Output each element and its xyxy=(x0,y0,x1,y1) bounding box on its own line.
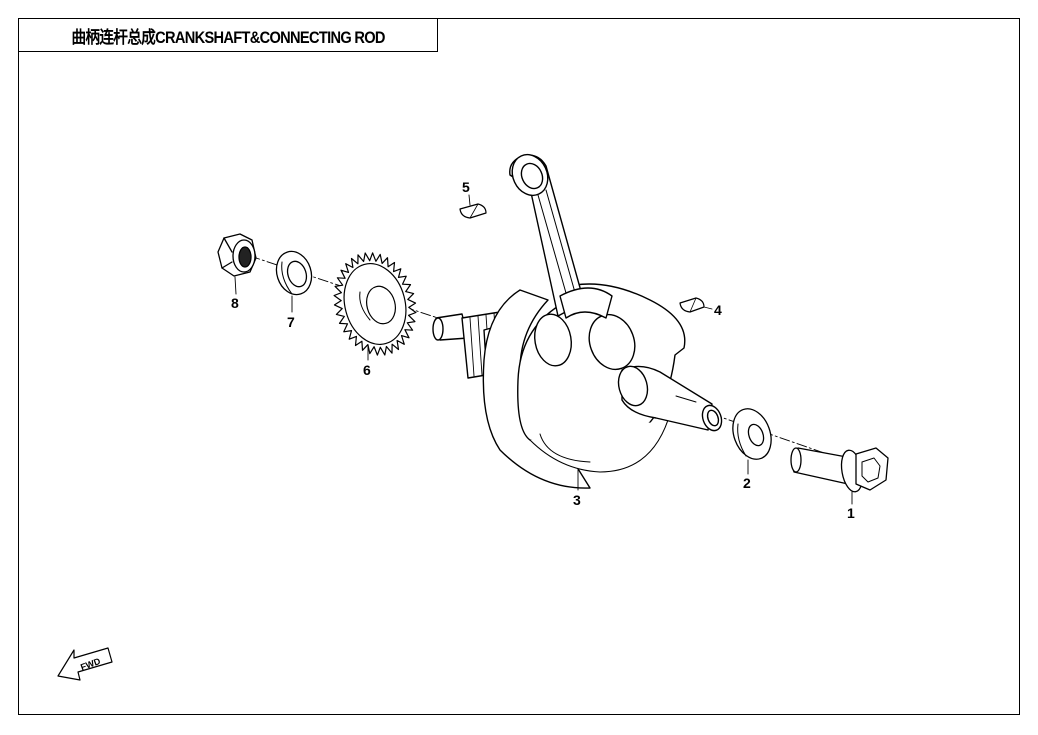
callout-5: 5 xyxy=(462,179,470,195)
callout-3: 3 xyxy=(573,492,581,508)
title-box: 曲柄连杆总成CRANKSHAFT&CONNECTING ROD xyxy=(18,18,438,52)
callout-8: 8 xyxy=(231,295,239,311)
leader-8 xyxy=(234,276,237,295)
leader-5 xyxy=(468,194,471,206)
part-5-key xyxy=(459,203,487,219)
leader-lines xyxy=(234,194,853,505)
callout-labels: 8 7 6 5 4 3 2 1 xyxy=(231,179,855,521)
callout-1: 1 xyxy=(847,505,855,521)
part-4-key xyxy=(679,297,705,313)
callout-6: 6 xyxy=(363,362,371,378)
callout-4: 4 xyxy=(714,302,722,318)
part-7-washer xyxy=(275,250,313,296)
page-title: 曲柄连杆总成CRANKSHAFT&CONNECTING ROD xyxy=(71,27,385,47)
part-6-gear xyxy=(333,252,417,356)
part-2-washer xyxy=(732,408,772,460)
fwd-arrow-icon: FWD xyxy=(57,647,113,681)
drawing-frame xyxy=(18,18,1020,715)
part-8-flange-nut xyxy=(217,233,257,277)
part-1-flange-bolt xyxy=(790,447,889,493)
callout-7: 7 xyxy=(287,314,295,330)
part-3-crankshaft-connecting-rod xyxy=(432,153,723,489)
callout-2: 2 xyxy=(743,475,751,491)
leader-4 xyxy=(703,306,713,310)
